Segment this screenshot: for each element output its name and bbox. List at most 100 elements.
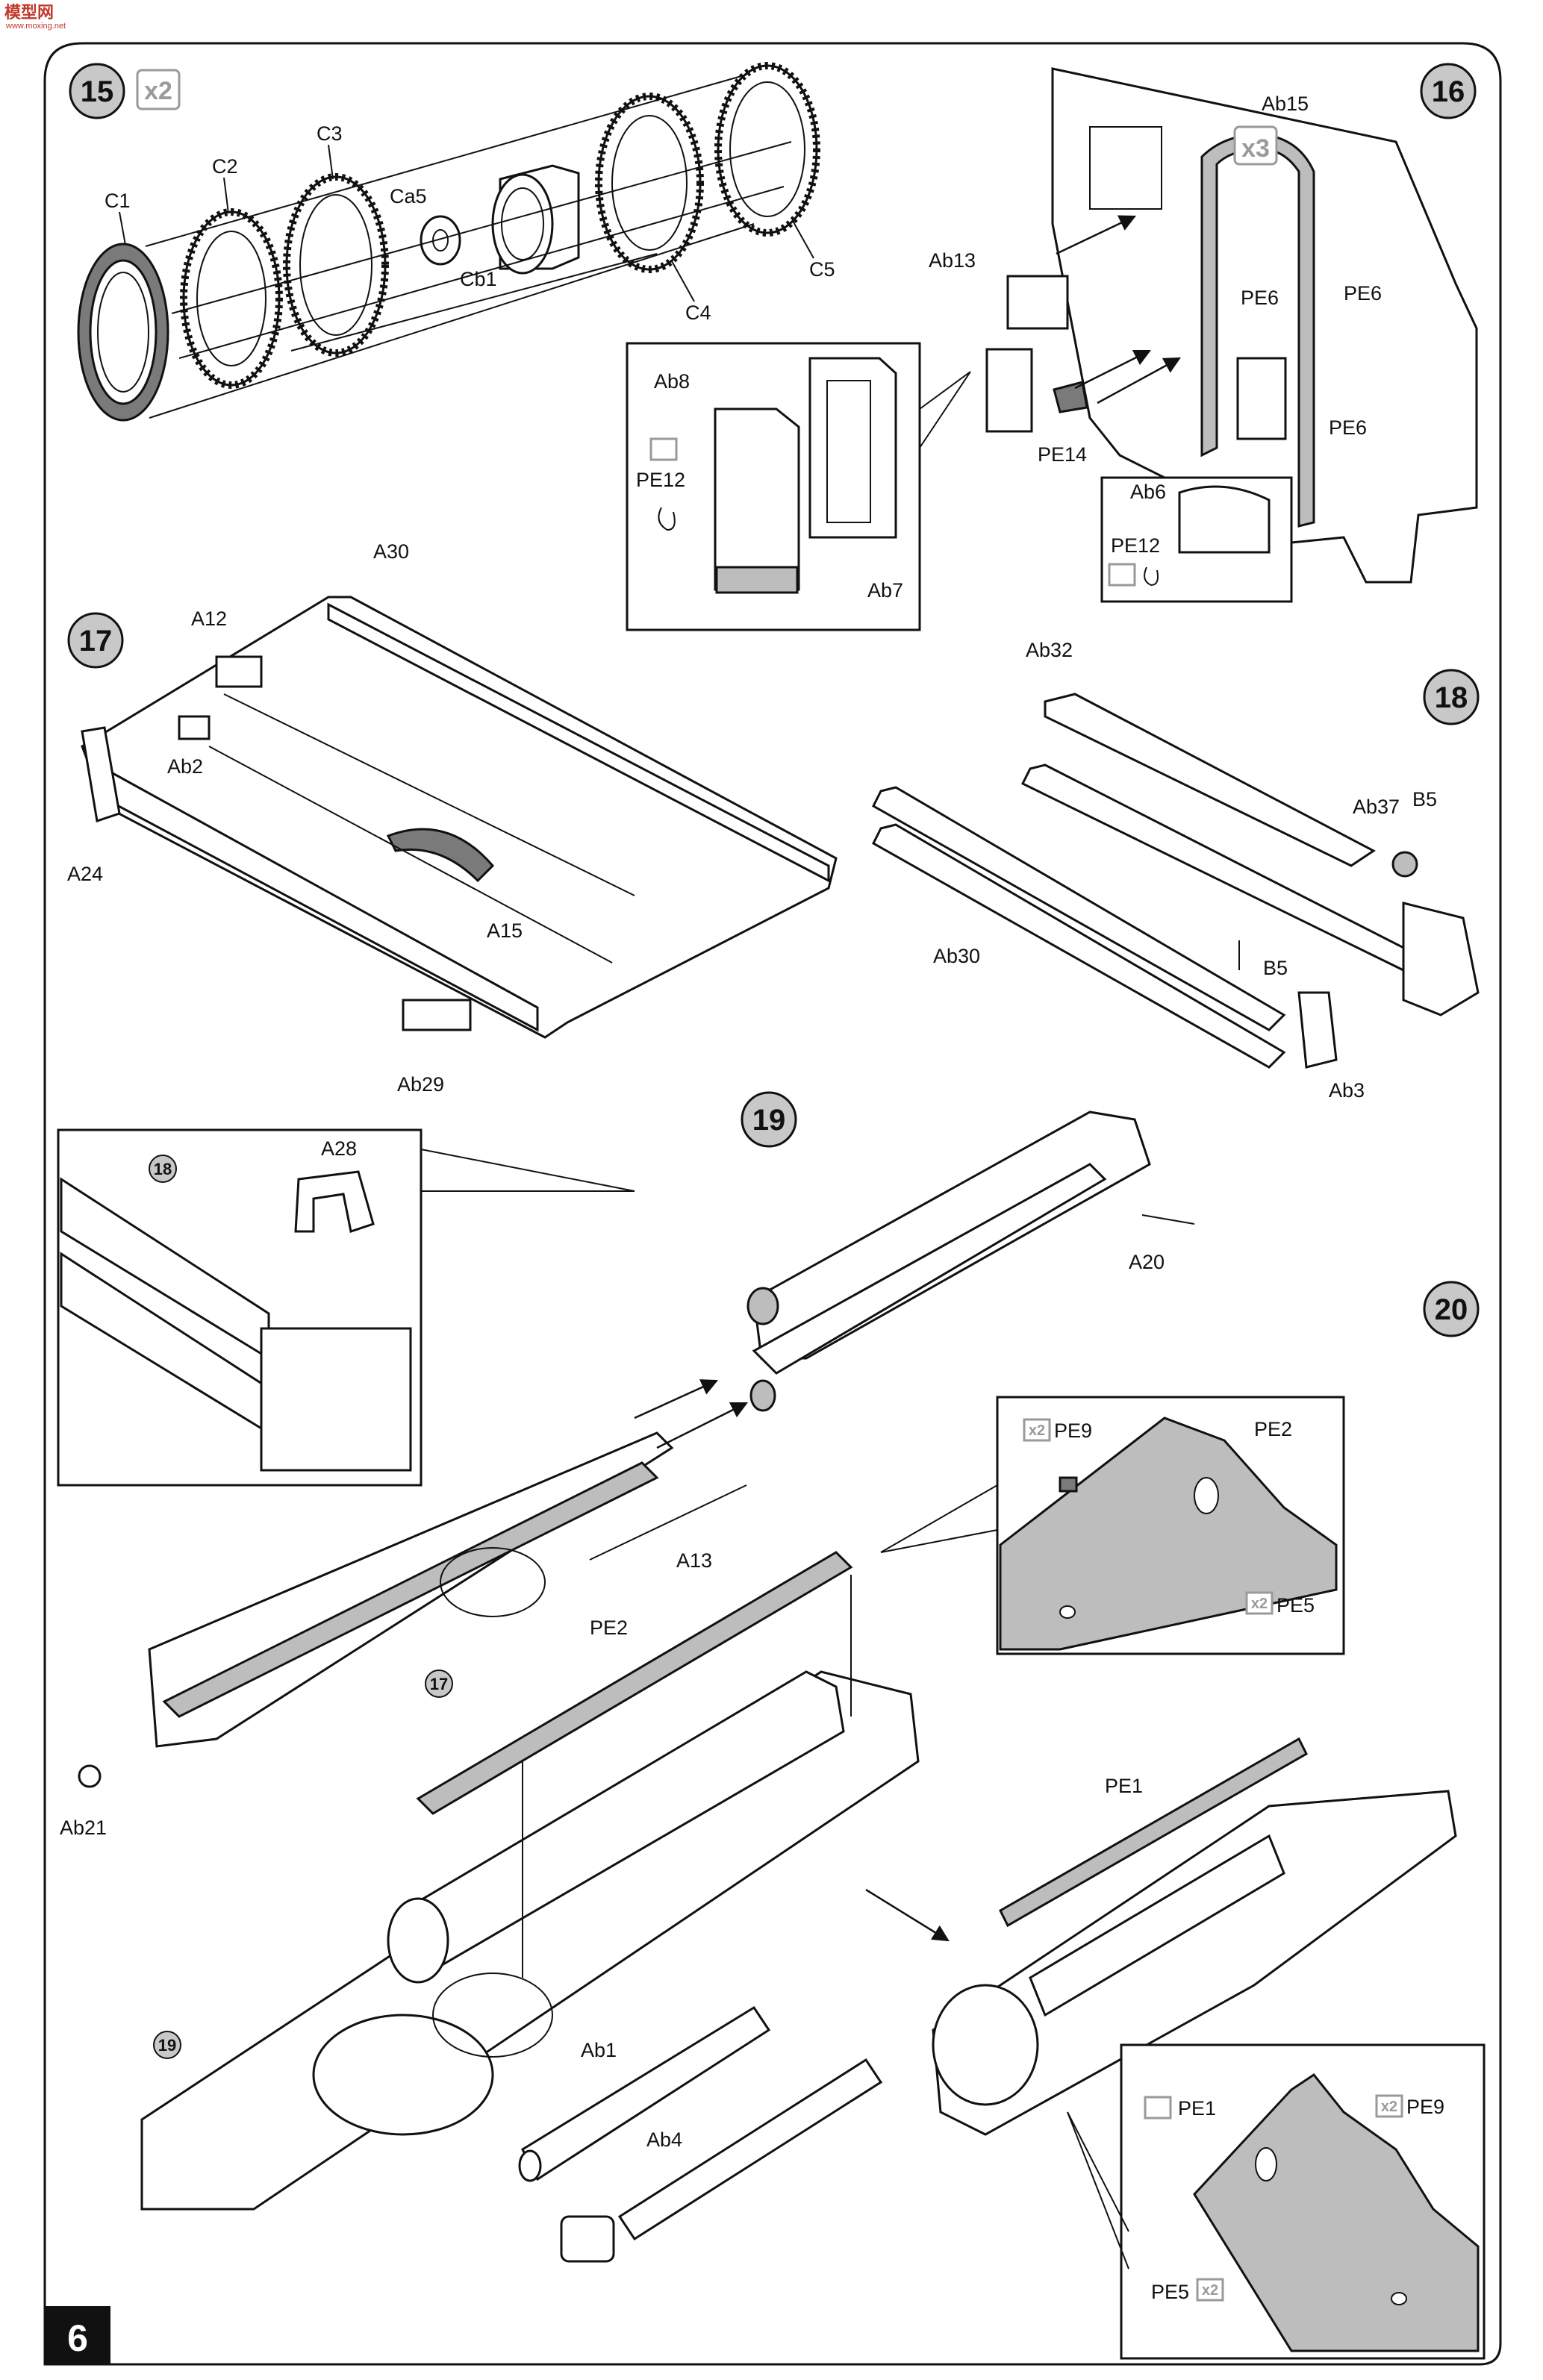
part-ab3	[1297, 991, 1338, 1069]
label-ab1: Ab1	[581, 2039, 617, 2061]
part-a20	[1141, 1214, 1195, 1225]
part-ab29	[402, 999, 472, 1031]
label-ab15: Ab15	[1262, 93, 1309, 115]
label-c3: C3	[317, 122, 343, 145]
label-pe9b: PE9	[1406, 2096, 1444, 2118]
part-ab32	[1044, 693, 1376, 867]
label-ab4: Ab4	[646, 2128, 682, 2151]
watermark-site-text: www.moxing.net	[5, 22, 66, 31]
lower-carriage-frame	[81, 596, 838, 1039]
step-15: 15 x2	[69, 62, 971, 631]
label-pe2: PE2	[1254, 1418, 1292, 1440]
step-19-badge	[741, 1091, 797, 1148]
part-ab30	[872, 823, 1286, 1069]
wheel-c5	[714, 62, 820, 237]
step-17-number: 17	[79, 625, 113, 658]
page-number-tab: 6	[45, 2306, 110, 2364]
ammo-box-2	[1236, 357, 1287, 440]
part-a28	[294, 1170, 375, 1233]
pe9b-qty: x2	[1381, 2099, 1397, 2115]
label-c2: C2	[212, 155, 238, 178]
label-pe2b: PE2	[590, 1617, 628, 1639]
part-ab8	[714, 407, 800, 594]
label-ab29: Ab29	[397, 1073, 444, 1096]
part-ab1	[518, 2005, 771, 2182]
label-c4: C4	[685, 302, 711, 324]
part-a15	[386, 828, 495, 883]
label-ab3: Ab3	[1329, 1079, 1365, 1102]
step-19-number: 19	[752, 1104, 786, 1137]
label-b5-b: B5	[1263, 957, 1288, 979]
step-17-badge	[67, 612, 124, 669]
step-19-inset: 18 A28	[57, 1128, 635, 1487]
page-number: 6	[67, 2317, 88, 2359]
label-ab7: Ab7	[867, 579, 903, 602]
watermark-logo-text: 模型网	[4, 3, 54, 22]
step-20-inset-top: x2 PE9 PE2 x2 PE5	[880, 1396, 1345, 1655]
label-pe6-c: PE6	[1329, 416, 1367, 439]
label-b5-a: B5	[1412, 788, 1437, 810]
label-c1: C1	[105, 190, 131, 212]
photo-etch-icon	[649, 437, 678, 461]
step-16: 16 x3 Ab15 Ab13 PE6 PE6 PE6 PE14 Ab6 PE1…	[929, 63, 1478, 603]
label-ab13: Ab13	[929, 249, 976, 272]
pe5-qty: x2	[1251, 1596, 1268, 1612]
label-pe1b: PE1	[1178, 2097, 1216, 2120]
part-ab6	[1178, 485, 1271, 554]
label-pe6-a: PE6	[1241, 287, 1279, 309]
pe9-qty: x2	[1029, 1422, 1045, 1439]
pe5b-qty: x2	[1202, 2282, 1218, 2299]
label-pe1: PE1	[1105, 1775, 1143, 1797]
page-frame	[43, 42, 1502, 2366]
label-a24: A24	[67, 863, 103, 885]
label-ab32: Ab32	[1026, 639, 1073, 661]
label-pe12: PE12	[636, 469, 685, 491]
step-16-inset: Ab6 PE12	[1100, 476, 1293, 603]
step-15-assembly-lines	[145, 74, 792, 419]
label-a28: A28	[321, 1137, 357, 1160]
ref-step-17: 17	[430, 1675, 448, 1693]
step-18: 18 Ab32 Ab37 B5 B5 Ab30 Ab3	[872, 639, 1480, 1102]
part-ab2	[178, 715, 211, 740]
gun-assembly-right	[932, 1737, 1457, 2136]
step-19: 19 18 A28 A20	[57, 1091, 1195, 1839]
part-a24	[81, 726, 121, 822]
step-20-inset-bottom: PE1 x2 PE9 PE5 x2	[1067, 2043, 1486, 2360]
recoil-cylinders-assembly	[872, 693, 1480, 1069]
step-15-qty: x2	[144, 77, 172, 105]
step-16-number: 16	[1432, 75, 1465, 108]
label-cb1: Cb1	[460, 268, 497, 290]
shield-plate	[1051, 67, 1478, 584]
part-pe2	[416, 1551, 853, 1815]
label-pe6-b: PE6	[1344, 282, 1382, 304]
label-ab21: Ab21	[60, 1817, 107, 1839]
cradle-upper	[746, 1111, 1151, 1412]
label-ca5: Ca5	[390, 185, 427, 207]
part-ab21	[78, 1764, 102, 1788]
label-a20: A20	[1129, 1251, 1165, 1273]
flow-arrow	[865, 1888, 950, 1942]
part-ab7	[808, 357, 897, 539]
step-20-number: 20	[1435, 1293, 1468, 1326]
hub-ca5	[420, 215, 461, 266]
label-pe12-b: PE12	[1111, 534, 1160, 557]
step-17: 17 A30 A12 Ab2 A24 A15 Ab29	[67, 540, 838, 1096]
label-a13: A13	[676, 1549, 712, 1572]
photo-etch-icon-2	[1108, 563, 1136, 587]
label-pe5b: PE5	[1151, 2281, 1189, 2303]
label-pe5: PE5	[1277, 1594, 1315, 1617]
part-a12	[215, 655, 263, 688]
step-16-badge	[1420, 63, 1477, 119]
shield-frame-detail	[1089, 126, 1162, 210]
part-a13	[589, 1484, 747, 1561]
watermark-logo: 模型网 www.moxing.net	[4, 3, 66, 31]
part-ab13	[1006, 275, 1069, 330]
step-16-qty: x3	[1241, 134, 1270, 163]
step-15-badge	[69, 63, 125, 119]
label-a12: A12	[191, 608, 227, 630]
label-ab6: Ab6	[1130, 481, 1166, 503]
ref-step-19: 19	[158, 2036, 176, 2055]
wheel-c1	[77, 243, 169, 422]
part-pe12-clip	[658, 507, 676, 531]
